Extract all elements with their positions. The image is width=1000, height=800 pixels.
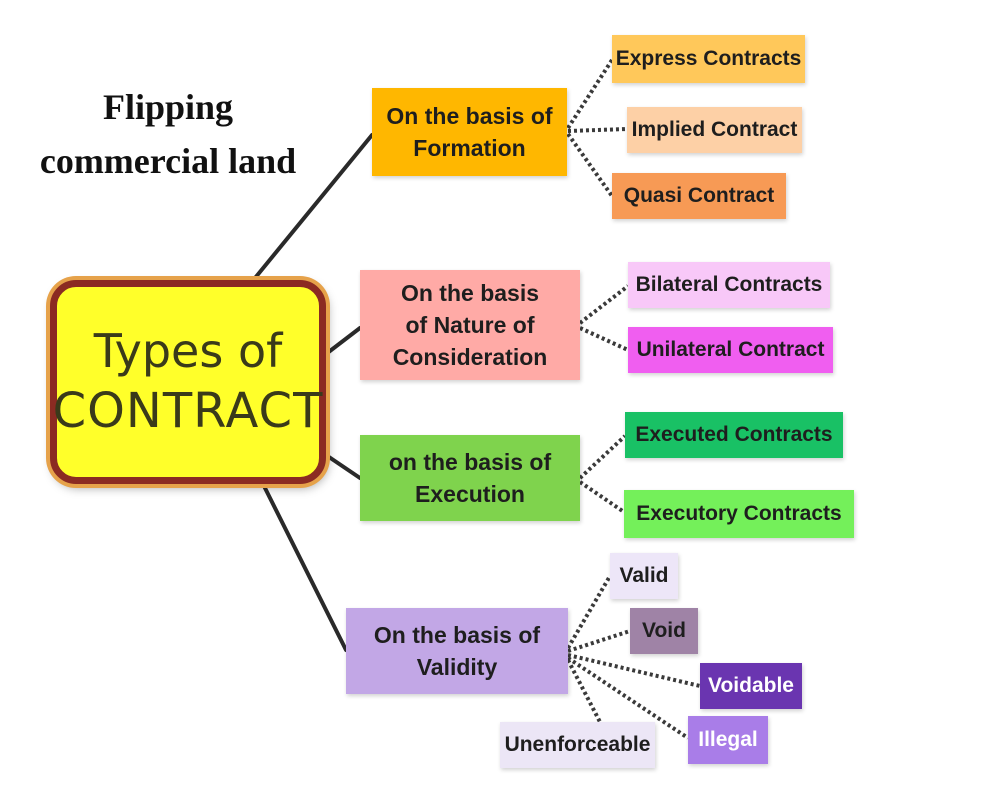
leaf-valid: Valid [610, 553, 678, 599]
category-consideration: On the basis of Nature of Consideration [360, 270, 580, 380]
dotted-executory [578, 480, 626, 514]
leaf-voidable: Voidable [700, 663, 802, 709]
category-execution: on the basis of Execution [360, 435, 580, 521]
connector-execution [324, 453, 362, 480]
leaf-unenforceable: Unenforceable [500, 722, 655, 768]
dotted-void [567, 629, 631, 653]
leaf-void: Void [630, 608, 698, 654]
central-topic-box: Types of CONTRACT [50, 280, 326, 484]
dotted-implied [567, 127, 628, 133]
dotted-quasi [566, 132, 614, 198]
dotted-voidable [567, 653, 701, 688]
page-title: Flipping commercial land [39, 87, 297, 181]
dotted-illegal [566, 656, 690, 740]
leaf-express-contracts: Express Contracts [612, 35, 805, 83]
category-validity: On the basis of Validity [346, 608, 568, 694]
leaf-executory-contracts: Executory Contracts [624, 490, 854, 538]
connector-formation [253, 133, 374, 280]
leaf-illegal: Illegal [688, 716, 768, 764]
dotted-executed [578, 434, 627, 480]
connector-validity [261, 482, 348, 652]
leaf-bilateral-contracts: Bilateral Contracts [628, 262, 830, 308]
connector-consideration [324, 326, 362, 356]
leaf-unilateral-contract: Unilateral Contract [628, 327, 833, 373]
dotted-valid [566, 574, 612, 650]
dotted-express [566, 58, 614, 130]
leaf-quasi-contract: Quasi Contract [612, 173, 786, 219]
category-formation: On the basis of Formation [372, 88, 567, 176]
leaf-executed-contracts: Executed Contracts [625, 412, 843, 458]
dotted-bilateral [578, 284, 630, 325]
central-topic-line1: Types of [93, 324, 283, 379]
dotted-unilateral [579, 326, 629, 352]
central-topic-line2: CONTRACT [52, 382, 324, 439]
leaf-implied-contract: Implied Contract [627, 107, 802, 153]
